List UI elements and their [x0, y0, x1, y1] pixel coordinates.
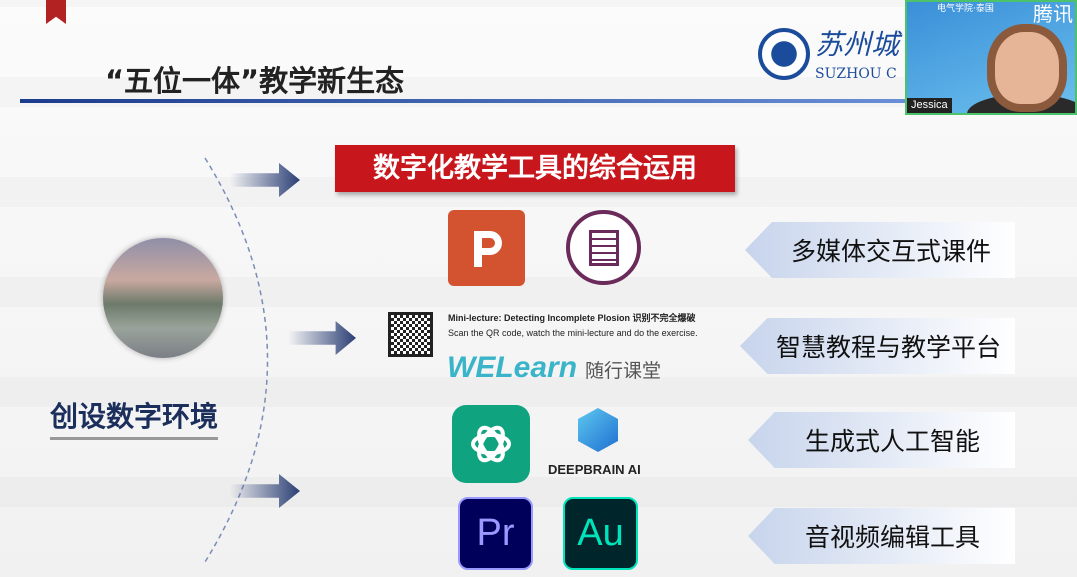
powerpoint-icon: [448, 210, 525, 286]
welearn-subtitle: 随行课堂: [585, 360, 662, 382]
bookmark-icon: [46, 0, 66, 24]
premiere-icon: Pr: [458, 497, 533, 570]
video-thumbnail[interactable]: 电气学院·泰国 腾讯 Jessica: [905, 0, 1077, 115]
section-banner: 数字化教学工具的综合运用: [335, 145, 735, 192]
category-label: 多媒体交互式课件: [745, 222, 1015, 278]
welearn-logo: WELearn: [447, 351, 578, 384]
document-chat-icon: [566, 210, 641, 285]
slide-title: “五位一体”教学新生态: [105, 64, 405, 98]
mini-lecture-instruction: Scan the QR code, watch the mini-lecture…: [448, 328, 698, 338]
center-label: 创设数字环境: [50, 395, 219, 440]
participant-name: Jessica: [907, 98, 952, 113]
qr-code: [388, 312, 433, 357]
category-label: 生成式人工智能: [748, 412, 1015, 468]
deepbrain-label: DEEPBRAIN AI: [548, 462, 641, 477]
chatgpt-icon: [452, 405, 530, 483]
header-divider: [20, 99, 905, 103]
university-logo: [758, 28, 810, 80]
category-label: 智慧教程与教学平台: [740, 318, 1015, 374]
logo-name-cn: 苏州城: [815, 28, 900, 61]
campus-photo: [103, 238, 223, 358]
logo-name-en: SUZHOU C: [815, 66, 897, 82]
deepbrain-icon: [578, 408, 618, 452]
participant-face: [995, 32, 1059, 104]
app-watermark: 腾讯: [1033, 2, 1073, 26]
category-label: 音视频编辑工具: [748, 508, 1015, 564]
audition-icon: Au: [563, 497, 638, 570]
mini-lecture-title: Mini-lecture: Detecting Incomplete Plosi…: [448, 313, 696, 323]
video-header-text: 电气学院·泰国: [937, 4, 994, 14]
